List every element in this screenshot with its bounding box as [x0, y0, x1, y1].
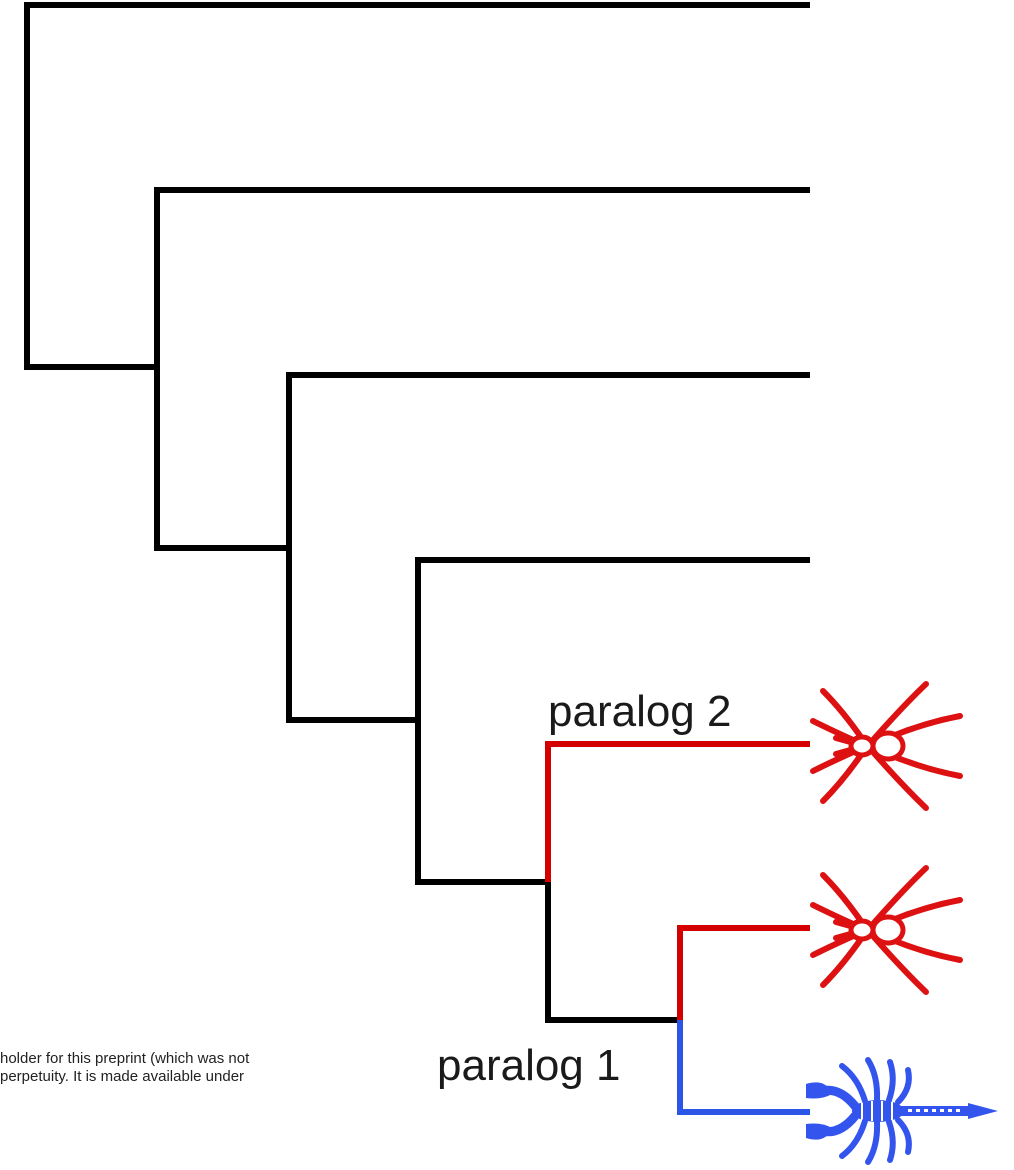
- spider-icon: [813, 684, 960, 808]
- scorpion-icon: [806, 1057, 998, 1165]
- tree-branches-paralog: [545, 741, 810, 1020]
- label-paralog-1: paralog 1: [437, 1041, 621, 1090]
- label-paralog-2: paralog 2: [548, 687, 732, 736]
- spider-icon: [813, 868, 960, 992]
- tree-branch-outgroup: [677, 1020, 810, 1115]
- preprint-notice-line-1: holder for this preprint (which was not: [0, 1050, 250, 1067]
- preprint-notice-line-2: perpetuity. It is made available under: [0, 1068, 245, 1085]
- tree-branches-black: [24, 2, 810, 1023]
